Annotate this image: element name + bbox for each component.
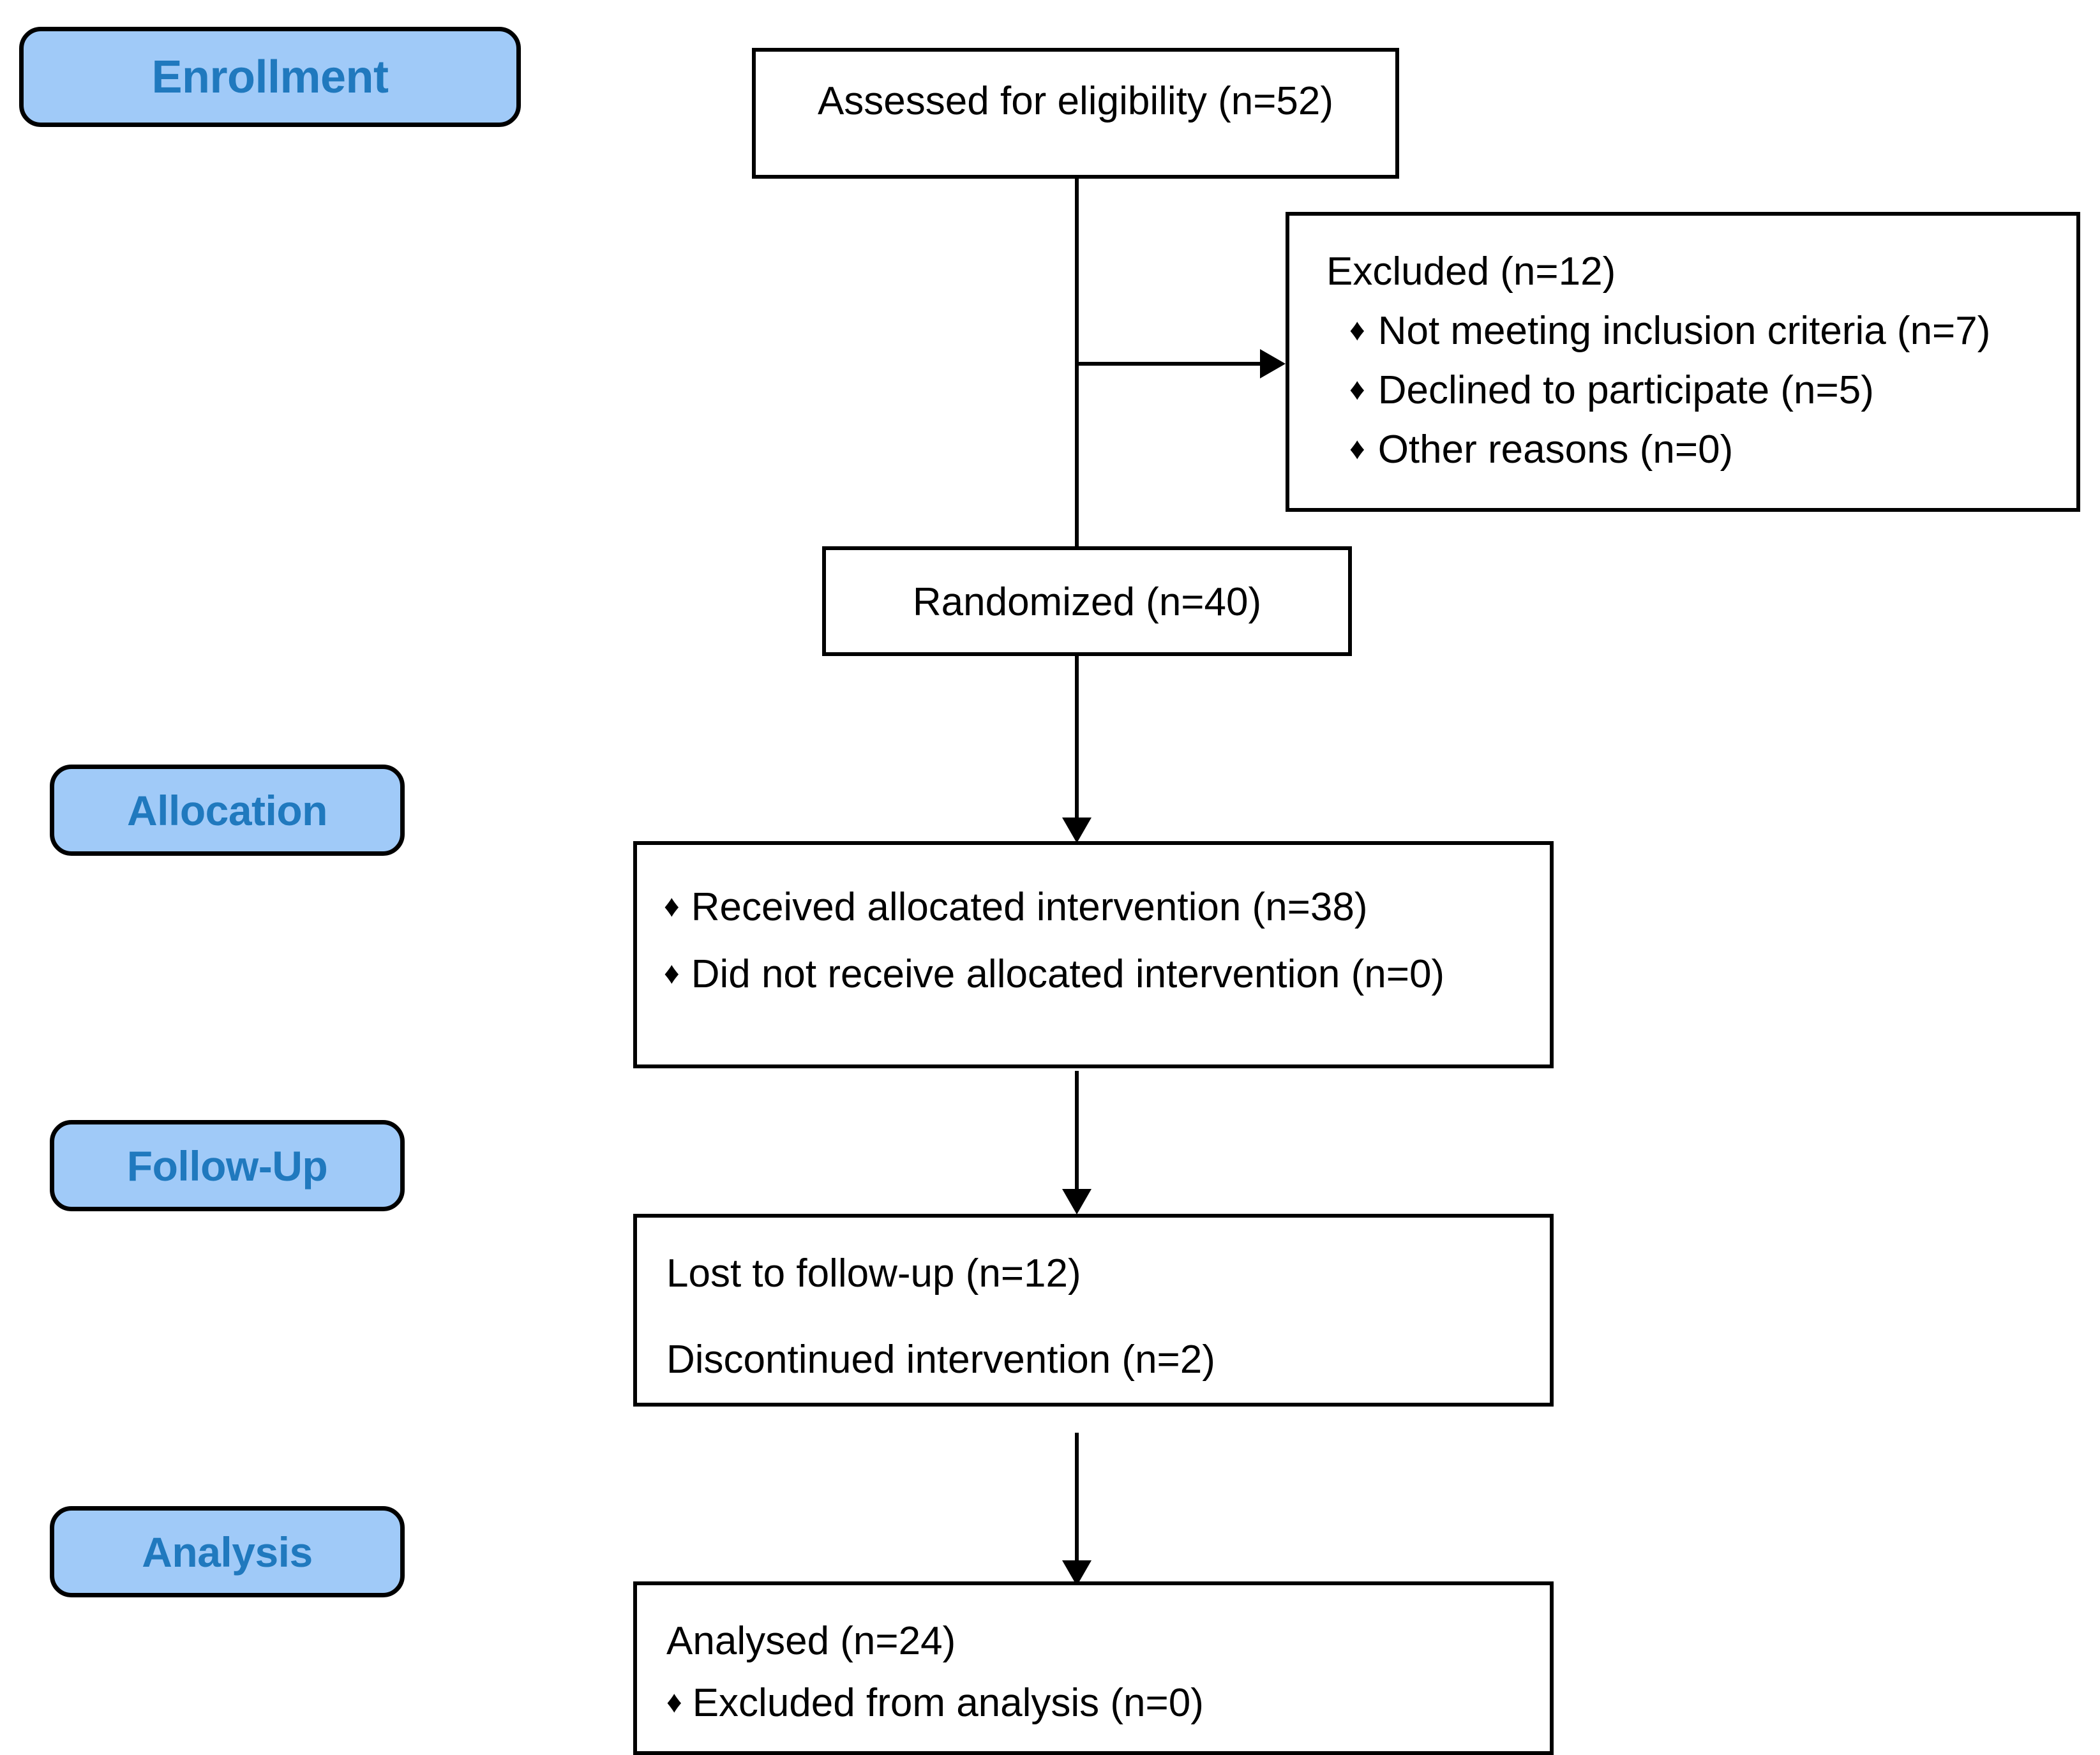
follow-up-lost-text: Lost to follow-up (n=12) [666, 1251, 1081, 1296]
diamond-bullet-icon: ♦ [1349, 313, 1365, 348]
stage-label-follow-up: Follow-Up [50, 1120, 405, 1211]
assessed-for-eligibility-text: Assessed for eligibility (n=52) [817, 79, 1334, 123]
allocation-box: ♦ Received allocated intervention (n=38)… [633, 841, 1554, 1068]
excluded-reason-item: ♦ Declined to participate (n=5) [1326, 368, 2057, 413]
stage-label-analysis: Analysis [50, 1506, 405, 1597]
excluded-reason-text: Not meeting inclusion criteria (n=7) [1377, 309, 1991, 354]
stage-label-analysis-text: Analysis [142, 1528, 313, 1576]
randomized-box: Randomized (n=40) [822, 546, 1352, 656]
arrowhead-to-allocation [1062, 818, 1091, 843]
assessed-for-eligibility-box: Assessed for eligibility (n=52) [752, 48, 1399, 179]
randomized-text: Randomized (n=40) [912, 580, 1262, 624]
connector-randomized-to-allocation [1075, 655, 1079, 818]
excluded-reason-text: Other reasons (n=0) [1377, 428, 1734, 472]
connector-allocation-to-follow-up [1075, 1071, 1079, 1189]
stage-label-allocation: Allocation [50, 765, 405, 856]
stage-label-follow-up-text: Follow-Up [126, 1142, 328, 1190]
excluded-box: Excluded (n=12) ♦ Not meeting inclusion … [1286, 212, 2080, 512]
allocation-item-text: Did not receive allocated intervention (… [691, 952, 1445, 996]
allocation-item: ♦ Did not receive allocated intervention… [664, 952, 1534, 997]
stage-label-enrollment-text: Enrollment [151, 51, 389, 103]
diamond-bullet-icon: ♦ [666, 1685, 682, 1720]
arrowhead-to-follow-up [1062, 1189, 1091, 1214]
arrowhead-to-excluded [1260, 349, 1286, 378]
connector-branch-to-excluded [1075, 362, 1260, 366]
diamond-bullet-icon: ♦ [664, 889, 680, 924]
excluded-reason-text: Declined to participate (n=5) [1377, 368, 1874, 413]
excluded-heading: Excluded (n=12) [1326, 250, 1616, 294]
analysis-excluded-text: Excluded from analysis (n=0) [692, 1681, 1204, 1726]
diamond-bullet-icon: ♦ [664, 956, 680, 991]
stage-label-allocation-text: Allocation [126, 786, 328, 834]
allocation-item-text: Received allocated intervention (n=38) [691, 885, 1368, 929]
analysis-box: Analysed (n=24) ♦ Excluded from analysis… [633, 1581, 1554, 1755]
allocation-item: ♦ Received allocated intervention (n=38) [664, 885, 1534, 930]
excluded-reason-item: ♦ Other reasons (n=0) [1326, 427, 2057, 472]
diamond-bullet-icon: ♦ [1349, 431, 1365, 467]
excluded-reason-item: ♦ Not meeting inclusion criteria (n=7) [1326, 308, 2057, 354]
stage-label-enrollment: Enrollment [19, 27, 521, 127]
connector-follow-up-to-analysis [1075, 1433, 1079, 1560]
follow-up-box: Lost to follow-up (n=12) Discontinued in… [633, 1214, 1554, 1407]
follow-up-discontinued-text: Discontinued intervention (n=2) [666, 1338, 1215, 1382]
analysed-text: Analysed (n=24) [666, 1619, 956, 1663]
analysis-excluded-item: ♦ Excluded from analysis (n=0) [666, 1680, 1534, 1726]
diamond-bullet-icon: ♦ [1349, 372, 1365, 407]
